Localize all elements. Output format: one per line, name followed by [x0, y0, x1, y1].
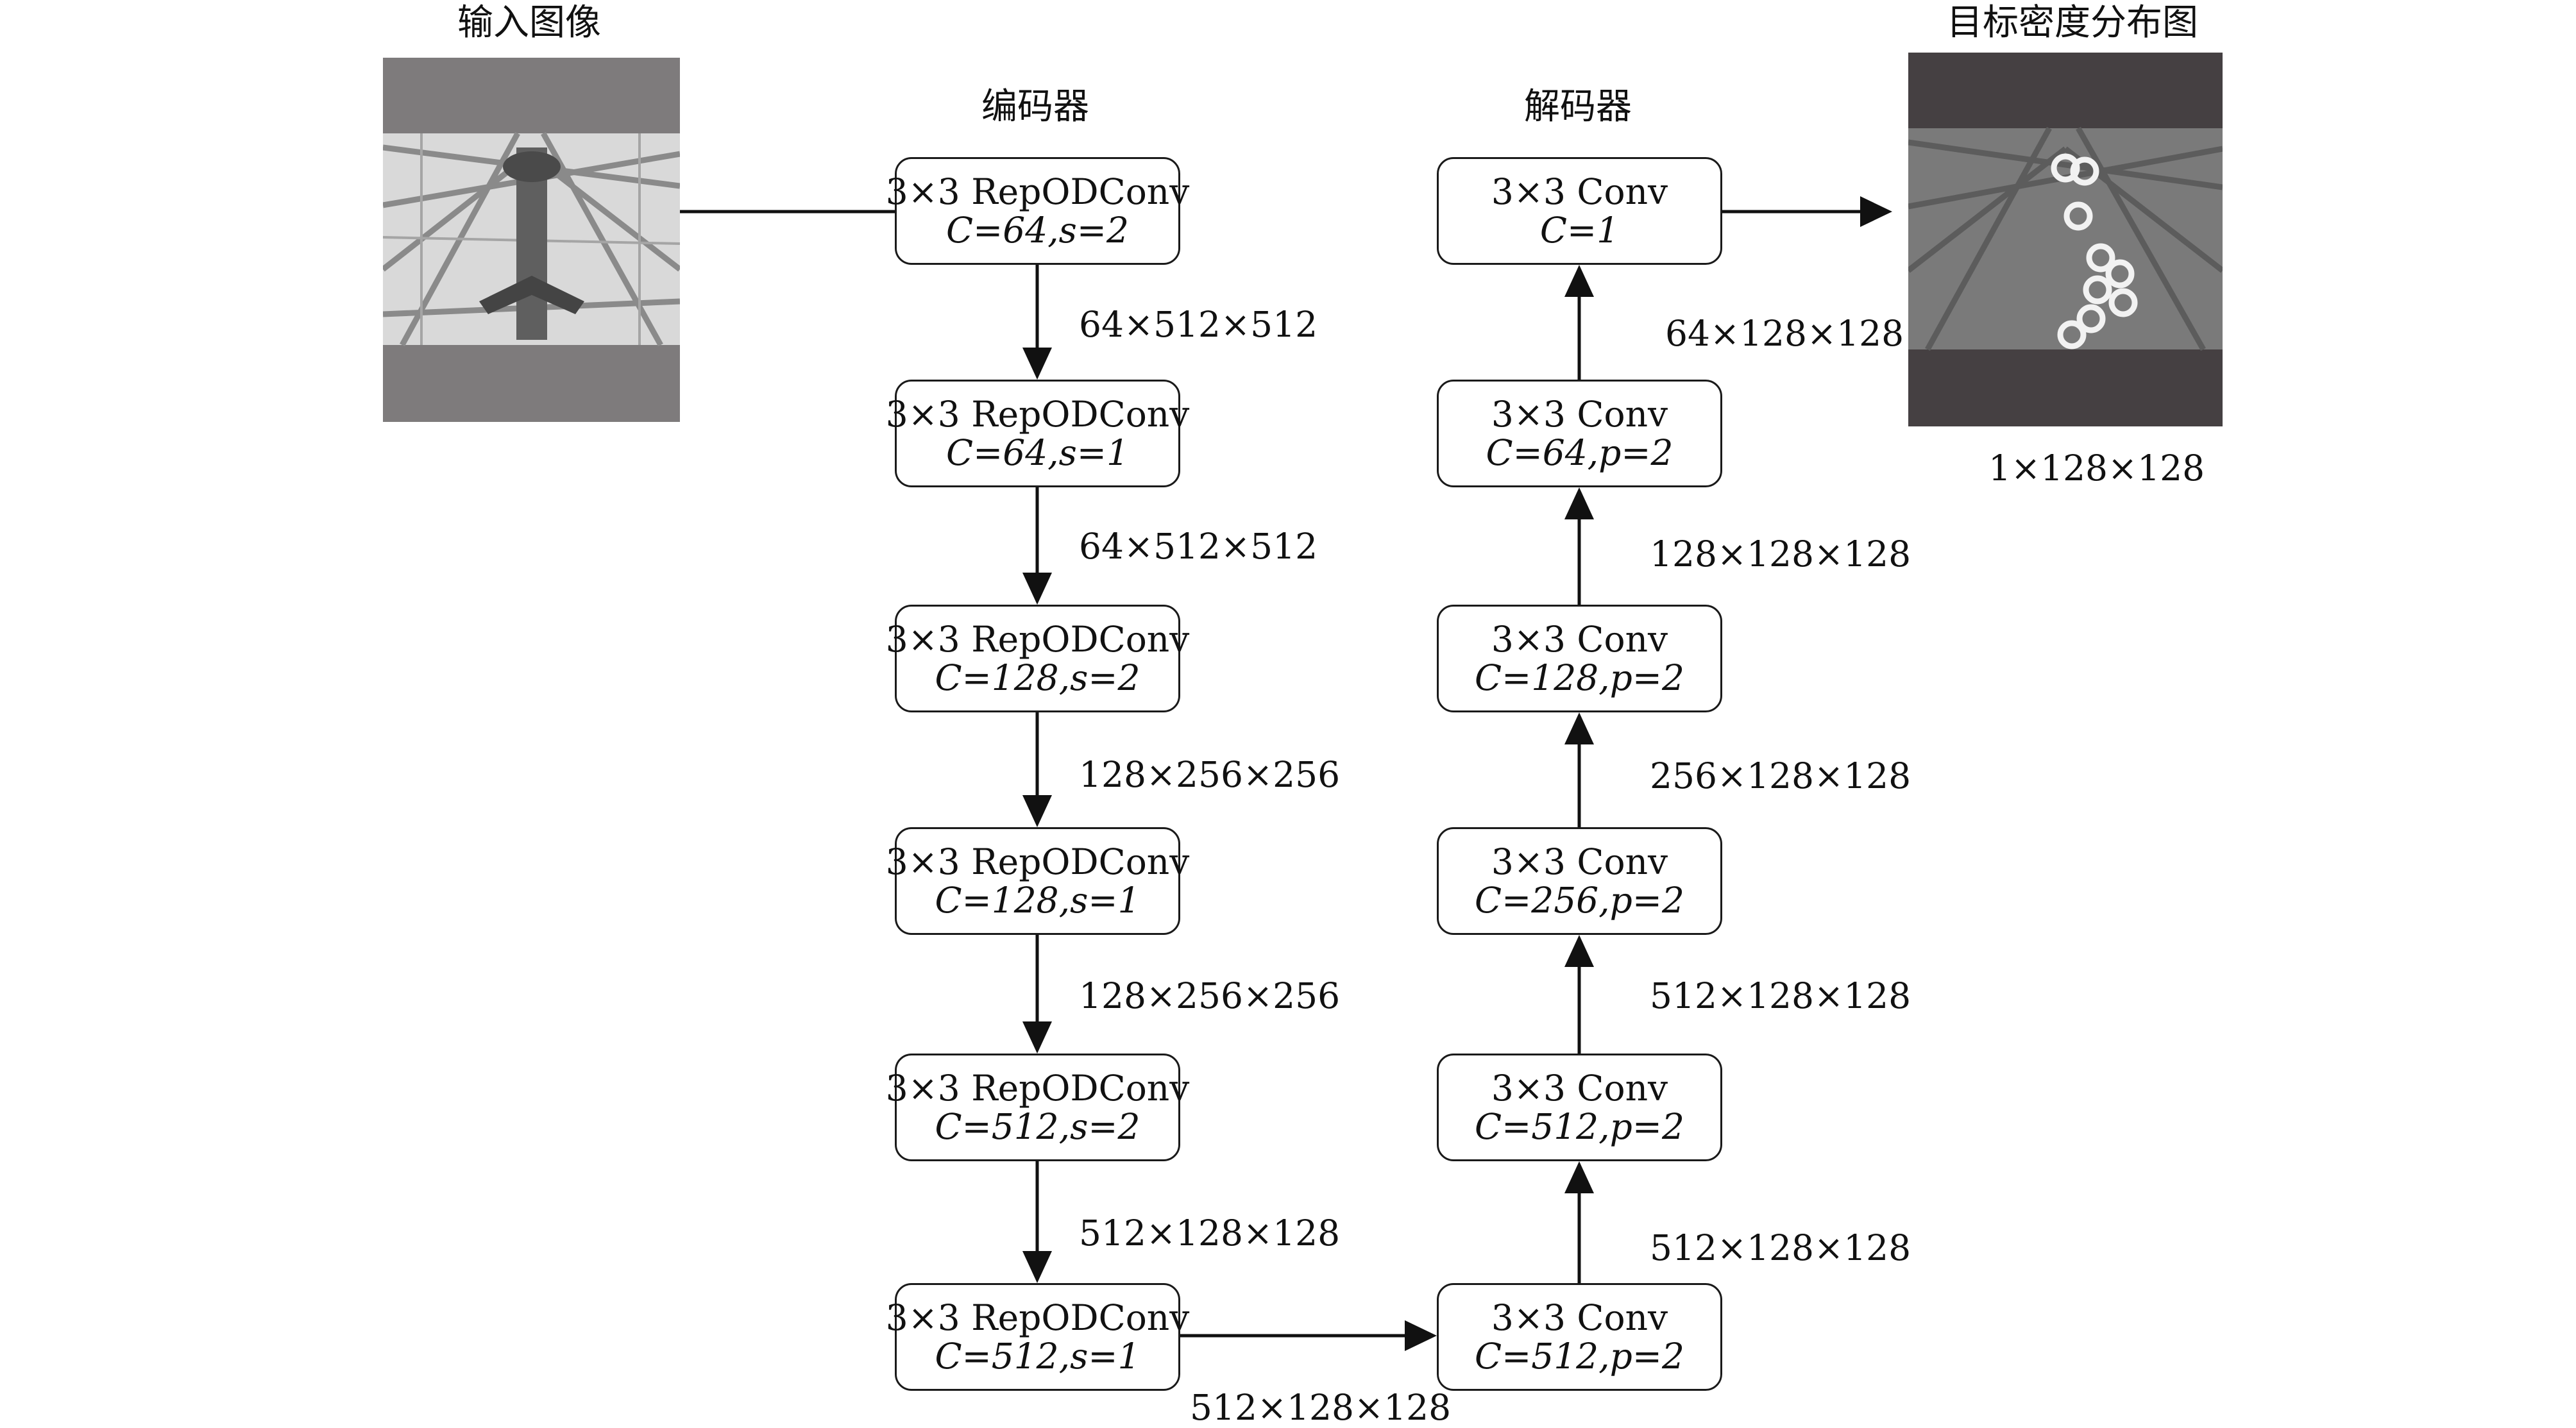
- encoder-block-op: 3×3 RepODConv: [885, 619, 1190, 660]
- decoder-block-op: 3×3 Conv: [1491, 1297, 1668, 1338]
- arrowhead: [1564, 265, 1594, 297]
- arrowhead: [1022, 573, 1052, 605]
- arrowhead: [1564, 935, 1594, 967]
- decoder-dim-label: 256×128×128: [1650, 755, 1911, 796]
- encoder-block-params: C=64,s=1: [946, 432, 1129, 473]
- decoder-dim-label: 512×128×128: [1650, 1227, 1911, 1268]
- encoder-block-params: C=64,s=2: [946, 210, 1129, 251]
- output-dim-label: 1×128×128: [1988, 448, 2205, 489]
- arrowhead: [1564, 712, 1594, 744]
- decoder-arrows: [1564, 265, 1594, 1283]
- decoder-block-op: 3×3 Conv: [1491, 841, 1668, 882]
- density-map-heading: 目标密度分布图: [1947, 2, 2198, 44]
- encoder-block-params: C=128,s=2: [935, 657, 1140, 698]
- encoder-block-params: C=512,s=2: [935, 1106, 1140, 1147]
- arrowhead: [1022, 348, 1052, 380]
- encoder-block-params: C=128,s=1: [935, 880, 1140, 921]
- bridge-dim-label: 512×128×128: [1190, 1387, 1452, 1428]
- density-hotspot: [2063, 201, 2093, 231]
- arrowhead: [1022, 1251, 1052, 1283]
- decoder-dim-label: 128×128×128: [1650, 533, 1911, 575]
- decoder-block-op: 3×3 Conv: [1491, 1068, 1668, 1109]
- density-hotspots: [2051, 153, 2138, 349]
- decoder-heading: 解码器: [1524, 86, 1632, 128]
- decoder-block-op: 3×3 Conv: [1491, 619, 1668, 660]
- encoder-dim-label: 64×512×512: [1079, 526, 1318, 567]
- decoder-block-params: C=512,p=2: [1475, 1106, 1684, 1147]
- encoder-block-op: 3×3 RepODConv: [885, 394, 1190, 435]
- density-hotspot: [2105, 259, 2135, 289]
- encoder-dim-label: 128×256×256: [1079, 754, 1341, 795]
- arrowhead: [1564, 1161, 1594, 1193]
- density-hotspot: [2108, 288, 2138, 317]
- encoder-dim-label: 64×512×512: [1079, 304, 1318, 345]
- decoder-dim-label: 512×128×128: [1650, 975, 1911, 1016]
- density-hotspot: [2083, 275, 2112, 305]
- decoder-dim-label: 64×128×128: [1665, 313, 1904, 354]
- decoder-block-params: C=1: [1539, 210, 1620, 251]
- density-map-image: [1908, 53, 2223, 426]
- input-image-heading: 输入图像: [457, 2, 601, 44]
- encoder-block-op: 3×3 RepODConv: [885, 841, 1190, 882]
- decoder-block-params: C=256,p=2: [1475, 880, 1684, 921]
- decoder-block-params: C=128,p=2: [1475, 657, 1684, 698]
- density-hotspot: [2051, 153, 2080, 183]
- arrowhead: [1405, 1320, 1437, 1351]
- encoder-heading: 编码器: [981, 86, 1089, 128]
- decoder-block-params: C=512,p=2: [1475, 1336, 1684, 1377]
- encoder-dim-label: 128×256×256: [1079, 975, 1341, 1016]
- decoder-block-op: 3×3 Conv: [1491, 394, 1668, 435]
- encoder-arrows: [1022, 265, 1052, 1283]
- arrowhead: [1564, 487, 1594, 519]
- arrowhead: [1022, 795, 1052, 827]
- encoder-block-op: 3×3 RepODConv: [885, 171, 1190, 212]
- density-hotspot: [2057, 320, 2087, 349]
- arrowhead: [1860, 196, 1892, 227]
- encoder-block-params: C=512,s=1: [935, 1336, 1140, 1377]
- arrowhead: [1022, 1021, 1052, 1054]
- density-hotspot: [2086, 243, 2115, 273]
- encoder-block-op: 3×3 RepODConv: [885, 1068, 1190, 1109]
- decoder-block-op: 3×3 Conv: [1491, 171, 1668, 212]
- density-hotspot: [2070, 156, 2099, 186]
- encoder-dim-label: 512×128×128: [1079, 1213, 1341, 1254]
- input-image: [383, 58, 680, 422]
- decoder-block-params: C=64,p=2: [1486, 432, 1674, 473]
- encoder-block-op: 3×3 RepODConv: [885, 1297, 1190, 1338]
- density-hotspot: [2076, 304, 2106, 333]
